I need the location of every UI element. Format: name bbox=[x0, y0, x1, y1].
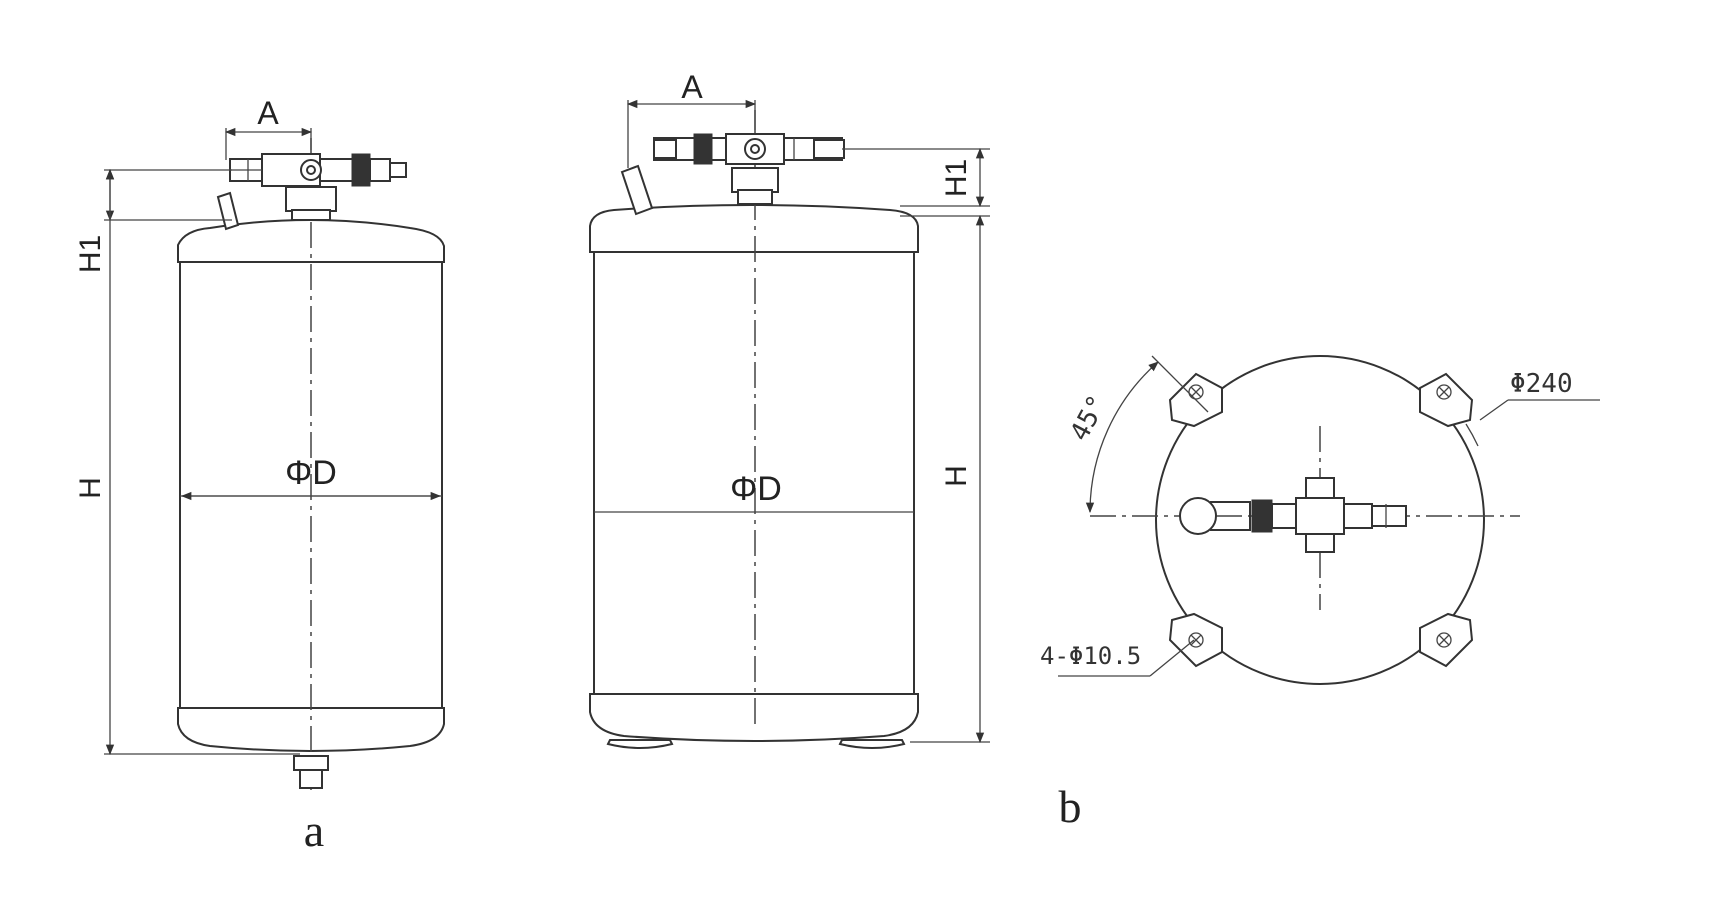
drain-a bbox=[293, 755, 329, 789]
mounting-lug bbox=[1419, 372, 1474, 428]
dim-a-side: A bbox=[626, 69, 757, 168]
dim-label-h-side: H bbox=[940, 465, 973, 487]
view-a: A H1 H ΦD a bbox=[74, 95, 445, 856]
tank-side-body bbox=[589, 204, 919, 749]
view-side: A H1 H ΦD bbox=[589, 69, 990, 749]
angle-dimension: 45° bbox=[1065, 355, 1209, 514]
dim-label-a: A bbox=[257, 95, 279, 131]
holes-label: 4-Φ10.5 bbox=[1040, 642, 1141, 670]
diameter-label-side: ΦD bbox=[730, 470, 782, 508]
valve-a bbox=[216, 153, 407, 231]
top-view-circle bbox=[1155, 355, 1485, 685]
dim-h-side: H1 H bbox=[842, 147, 990, 744]
dim-label-h1-side: H1 bbox=[940, 159, 973, 197]
mounting-lug bbox=[1168, 612, 1223, 668]
caption-a: a bbox=[304, 805, 324, 856]
bolt-circle-label: Φ240 bbox=[1510, 369, 1573, 399]
valve-side bbox=[620, 133, 845, 216]
dim-h-a: H1 H bbox=[74, 168, 300, 756]
bolt-circle-leader: Φ240 bbox=[1465, 369, 1600, 447]
diameter-label-a: ΦD bbox=[285, 454, 337, 492]
mounting-lug bbox=[1419, 612, 1474, 668]
holes-leader: 4-Φ10.5 bbox=[1040, 639, 1195, 677]
angle-label: 45° bbox=[1065, 390, 1114, 446]
view-b: 45° Φ240 4-Φ10.5 b bbox=[1040, 355, 1600, 832]
dim-label-h1: H1 bbox=[74, 235, 107, 273]
dim-a-a: A bbox=[224, 95, 313, 160]
dim-label-a-side: A bbox=[681, 69, 703, 105]
caption-b: b bbox=[1059, 781, 1082, 832]
dim-label-h: H bbox=[74, 477, 107, 499]
valve-top-view bbox=[1179, 477, 1407, 553]
